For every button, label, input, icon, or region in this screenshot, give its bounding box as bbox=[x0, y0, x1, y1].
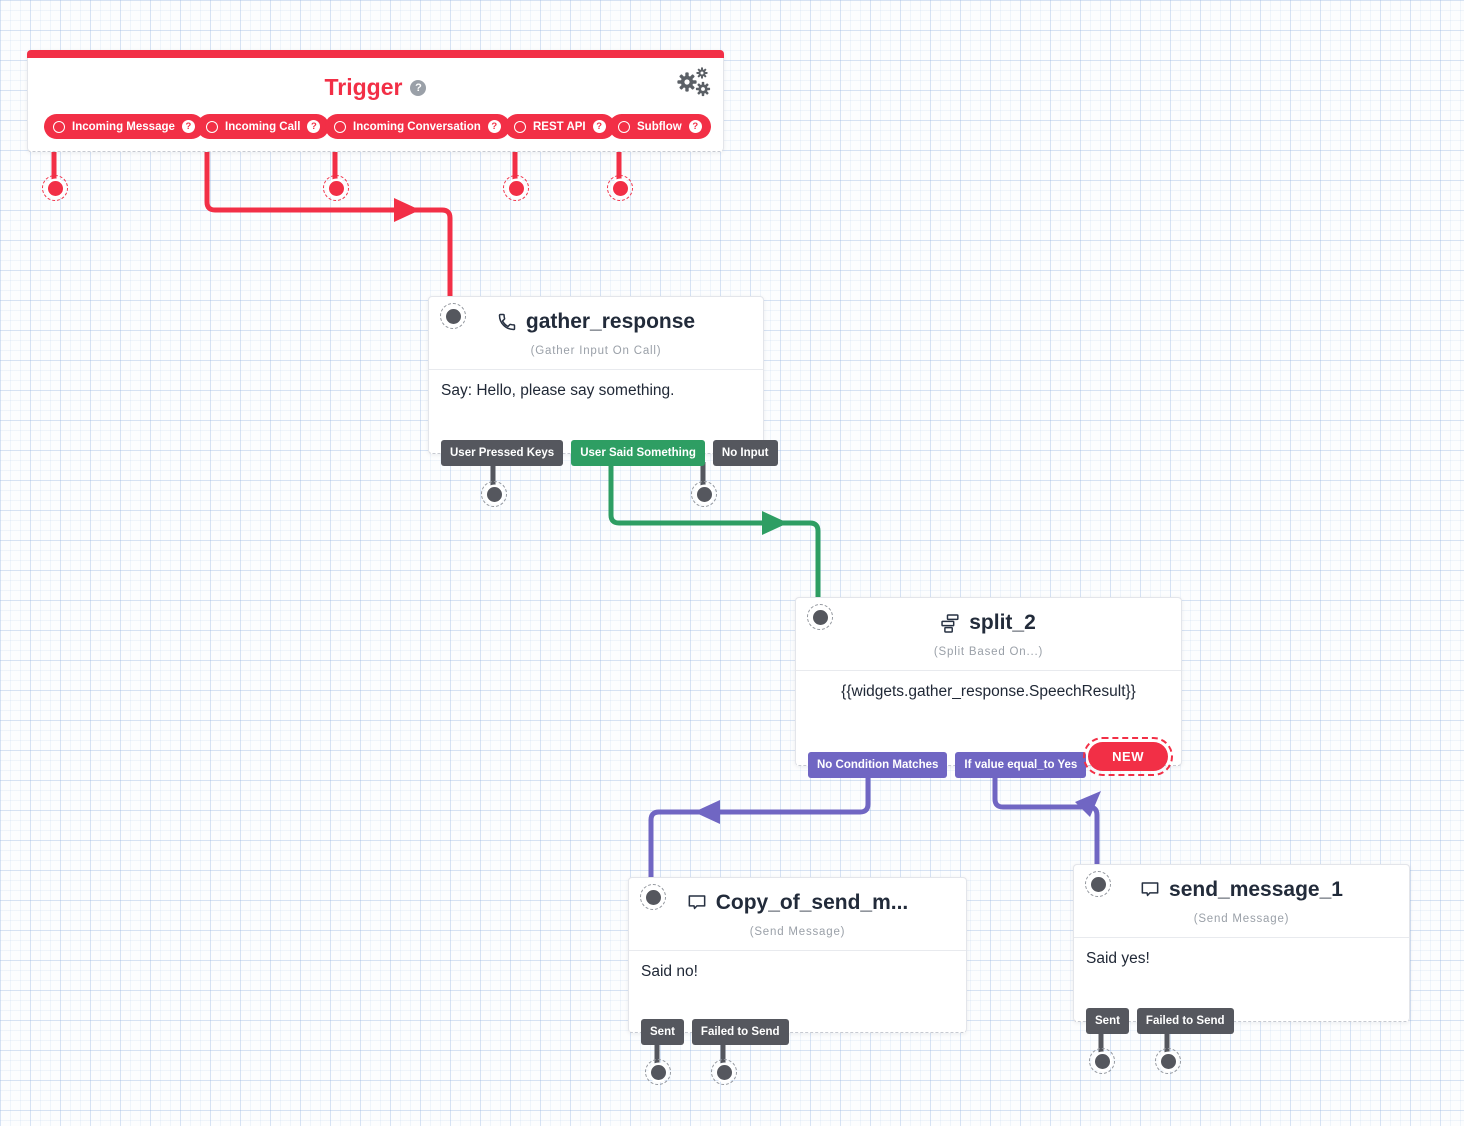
widget-type-label: (Send Message) bbox=[749, 926, 846, 938]
trigger-title-row: Trigger ? bbox=[28, 74, 723, 101]
output-tag-failed-to-send[interactable]: Failed to Send bbox=[691, 1019, 789, 1045]
radio-circle-icon bbox=[53, 120, 65, 133]
radio-circle-icon bbox=[334, 120, 346, 133]
widget-title-row: Copy_of_send_m... bbox=[629, 891, 966, 915]
help-icon[interactable]: ? bbox=[592, 120, 606, 133]
trigger-pill-incoming-message[interactable]: Incoming Message ? bbox=[44, 114, 204, 139]
pill-label: REST API bbox=[533, 120, 586, 133]
output-port-copy-failed-to-send[interactable] bbox=[711, 1059, 737, 1085]
output-tag-no-input[interactable]: No Input bbox=[712, 440, 778, 466]
settings-gears-icon[interactable] bbox=[673, 65, 711, 99]
trigger-port-incoming-message[interactable] bbox=[42, 175, 68, 201]
radio-circle-icon bbox=[206, 120, 218, 133]
output-port-user-pressed-keys[interactable] bbox=[481, 481, 507, 507]
arrowhead-purple-left bbox=[694, 800, 720, 824]
widget-output-tags: Sent Failed to Send bbox=[641, 1019, 789, 1045]
trigger-port-rest-api[interactable] bbox=[503, 175, 529, 201]
radio-circle-icon bbox=[514, 120, 526, 133]
widget-body-text: {{widgets.gather_response.SpeechResult}} bbox=[841, 683, 1136, 700]
output-port-no-input[interactable] bbox=[691, 481, 717, 507]
widget-title-row: send_message_1 bbox=[1074, 878, 1409, 902]
radio-circle-icon bbox=[618, 120, 630, 133]
widget-type-label: (Gather Input On Call) bbox=[530, 345, 662, 357]
split-icon bbox=[941, 613, 959, 633]
widget-title-row: split_2 bbox=[796, 611, 1181, 635]
trigger-pill-rest-api[interactable]: REST API ? bbox=[505, 114, 615, 139]
divider bbox=[1074, 937, 1409, 938]
widget-title: send_message_1 bbox=[1169, 878, 1343, 901]
pill-label: Incoming Message bbox=[72, 120, 175, 133]
widget-split-2[interactable]: split_2 (Split Based On...) {{widgets.ga… bbox=[795, 597, 1182, 778]
widget-output-tags: No Condition Matches If value equal_to Y… bbox=[808, 752, 1087, 778]
widget-send-message-1[interactable]: send_message_1 (Send Message) Said yes! … bbox=[1073, 864, 1410, 1034]
output-tag-if-value-equal-to-yes[interactable]: If value equal_to Yes bbox=[955, 752, 1087, 778]
trigger-title: Trigger bbox=[324, 74, 403, 100]
widget-title: split_2 bbox=[969, 611, 1036, 634]
pill-label: Subflow bbox=[637, 120, 682, 133]
connection-user-said-something-to-split bbox=[608, 462, 821, 612]
trigger-port-incoming-conversation[interactable] bbox=[323, 175, 349, 201]
widget-body-text: Say: Hello, please say something. bbox=[441, 382, 675, 399]
arrowhead-green bbox=[762, 511, 788, 535]
output-tag-user-pressed-keys[interactable]: User Pressed Keys bbox=[441, 440, 564, 466]
trigger-pill-incoming-call[interactable]: Incoming Call ? bbox=[197, 114, 330, 139]
output-port-send1-failed-to-send[interactable] bbox=[1155, 1048, 1181, 1074]
help-icon[interactable]: ? bbox=[688, 120, 702, 133]
input-port[interactable] bbox=[1085, 871, 1111, 897]
new-transition-button[interactable]: NEW bbox=[1088, 742, 1168, 771]
trigger-port-subflow[interactable] bbox=[607, 175, 633, 201]
widget-type-label: (Send Message) bbox=[1193, 913, 1290, 925]
widget-body-text: Said yes! bbox=[1086, 950, 1150, 967]
trigger-pill-incoming-conversation[interactable]: Incoming Conversation ? bbox=[325, 114, 510, 139]
output-tag-failed-to-send[interactable]: Failed to Send bbox=[1136, 1008, 1234, 1034]
arrowhead-purple-ne bbox=[1075, 791, 1101, 817]
widget-output-tags: User Pressed Keys User Said Something No… bbox=[441, 440, 778, 466]
divider bbox=[629, 950, 966, 951]
connection-no-condition-to-copy bbox=[648, 762, 871, 887]
phone-icon bbox=[498, 313, 516, 331]
arrowhead-red bbox=[394, 198, 420, 222]
help-icon[interactable]: ? bbox=[181, 120, 195, 133]
widget-output-tags: Sent Failed to Send bbox=[1086, 1008, 1234, 1034]
widget-body-text: Said no! bbox=[641, 963, 698, 980]
output-port-send1-sent[interactable] bbox=[1089, 1048, 1115, 1074]
trigger-widget[interactable]: Trigger ? bbox=[27, 50, 724, 152]
output-tag-sent[interactable]: Sent bbox=[1086, 1008, 1129, 1034]
widget-title: Copy_of_send_m... bbox=[715, 891, 909, 914]
divider bbox=[796, 670, 1181, 671]
widget-type-label: (Split Based On...) bbox=[933, 646, 1044, 658]
input-port[interactable] bbox=[640, 884, 666, 910]
connection-incoming-call-to-gather bbox=[204, 137, 453, 310]
widget-copy-of-send-message[interactable]: Copy_of_send_m... (Send Message) Said no… bbox=[628, 877, 967, 1045]
output-tag-no-condition-matches[interactable]: No Condition Matches bbox=[808, 752, 948, 778]
trigger-accent-bar bbox=[27, 50, 724, 58]
pill-label: Incoming Conversation bbox=[353, 120, 481, 133]
pill-label: Incoming Call bbox=[225, 120, 301, 133]
widget-title: gather_response bbox=[525, 310, 696, 333]
new-transition-button-ring: NEW bbox=[1083, 737, 1173, 776]
trigger-pill-subflow[interactable]: Subflow ? bbox=[609, 114, 711, 139]
help-icon[interactable]: ? bbox=[307, 120, 321, 133]
output-port-copy-sent[interactable] bbox=[645, 1059, 671, 1085]
widget-gather-response[interactable]: gather_response (Gather Input On Call) S… bbox=[428, 296, 778, 466]
help-icon[interactable]: ? bbox=[410, 79, 427, 96]
widget-title-row: gather_response bbox=[429, 310, 763, 334]
divider bbox=[429, 369, 763, 370]
input-port[interactable] bbox=[807, 604, 833, 630]
chat-bubble-icon bbox=[688, 895, 706, 910]
chat-bubble-icon bbox=[1141, 882, 1159, 897]
output-tag-sent[interactable]: Sent bbox=[641, 1019, 684, 1045]
input-port[interactable] bbox=[440, 303, 466, 329]
help-icon[interactable]: ? bbox=[487, 120, 501, 133]
connection-equal-to-yes-to-send-message bbox=[992, 762, 1100, 879]
output-tag-user-said-something[interactable]: User Said Something bbox=[571, 440, 705, 466]
